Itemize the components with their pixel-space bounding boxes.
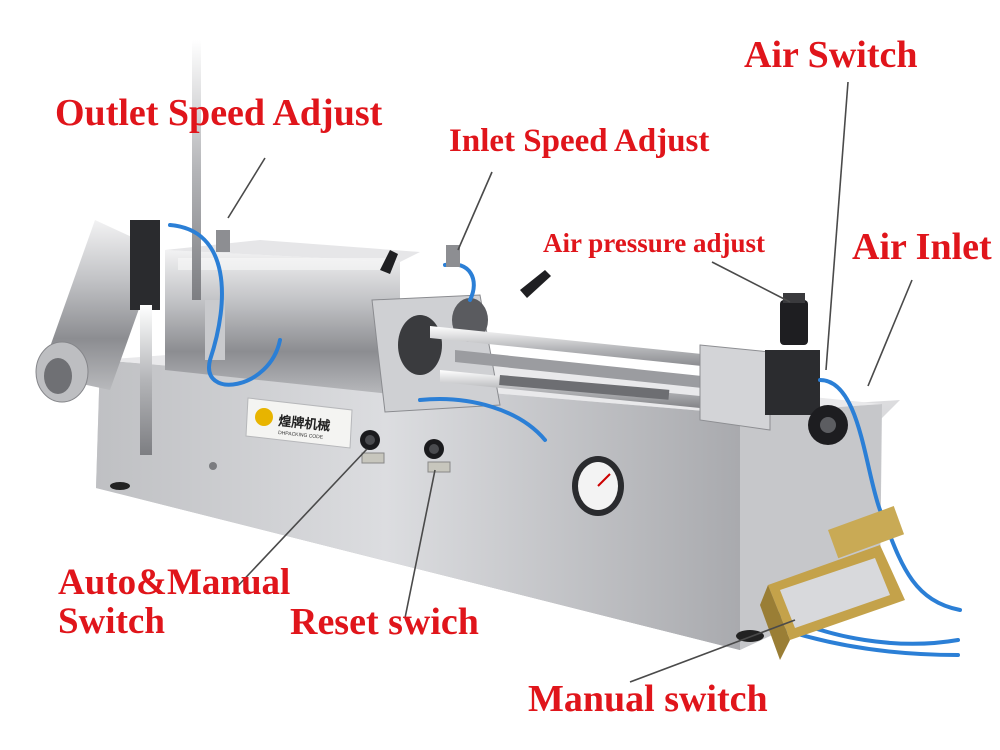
auto-manual-switch (360, 430, 385, 464)
nozzle-assembly (35, 40, 225, 455)
leader-manual (629, 619, 796, 683)
leader-air-inlet (867, 279, 913, 387)
label-auto-manual-switch: Auto&Manual Switch (58, 562, 291, 642)
nameplate-brand: 煌牌机械 (278, 413, 331, 433)
leader-auto-manual (233, 448, 368, 591)
label-inlet-speed-adjust: Inlet Speed Adjust (449, 123, 710, 159)
leader-air-switch (825, 81, 849, 371)
label-outlet-speed-adjust: Outlet Speed Adjust (55, 92, 383, 134)
nameplate-sub: DHPACKING CODE (278, 430, 324, 441)
leader-lines (227, 81, 913, 683)
leader-reset (404, 469, 436, 619)
label-air-inlet: Air Inlet (852, 226, 992, 268)
pressure-gauge (572, 456, 624, 516)
speed-valves (216, 230, 551, 298)
label-air-pressure-adjust: Air pressure adjust (543, 228, 766, 258)
label-reset-switch: Reset swich (290, 601, 479, 643)
reset-switch (424, 439, 451, 473)
guide-rods (430, 326, 760, 410)
end-block (699, 293, 848, 445)
label-auto-manual-line2: Switch (58, 600, 165, 642)
leader-inlet-speed (457, 171, 493, 251)
leader-air-pressure (711, 261, 791, 303)
nameplate: 煌牌机械 DHPACKING CODE (245, 397, 353, 449)
label-auto-manual-line1: Auto&Manual (58, 562, 291, 603)
leader-outlet-speed (227, 157, 266, 219)
label-manual-switch: Manual switch (528, 678, 768, 720)
label-air-switch: Air Switch (744, 34, 918, 76)
foot-pedal (760, 506, 905, 660)
